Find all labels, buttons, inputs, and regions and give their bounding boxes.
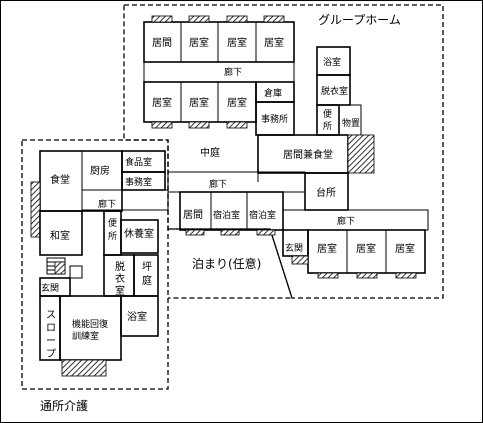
room-label: 居室 [227,96,247,109]
room-label: 居室 [227,36,247,49]
room-label: 玄関 [285,242,303,254]
room-label: 便 [323,108,332,120]
room-label: ロ [46,323,56,334]
zone-label-tomari: 泊まり(任意) [192,256,261,271]
day-service-block [30,150,306,377]
room-label: 物置 [342,117,360,129]
window-hatch [61,359,107,377]
window-hatch [188,15,210,23]
window-hatch [263,15,285,23]
window-hatch [226,121,248,129]
room-label: 中庭 [200,146,220,159]
room-label: 衣 [115,272,125,285]
window-hatch [347,134,375,174]
window-hatch [317,272,339,279]
room-label: 玄関 [41,282,59,294]
room-label: 和室 [50,229,70,242]
room-label: 休養室 [124,227,154,240]
window-hatch [256,229,276,236]
room-label: 厨房 [90,164,110,177]
room-label: 庭 [142,274,152,287]
window-hatch [151,121,173,129]
room-label: 所 [108,231,117,242]
room-label: 居室 [152,96,172,109]
bottom-right-block [282,209,429,279]
window-hatch [226,15,248,23]
window-hatch [185,229,205,236]
room-label: 廊下 [337,215,355,227]
room-label: 居室 [189,36,209,49]
room-label: 事務所 [261,113,288,125]
window-hatch [356,272,378,279]
room-label: 便 [108,217,117,229]
window-hatch [188,121,210,129]
room-label: 廊下 [98,198,116,210]
room-label: ス [46,310,56,321]
room-label: 居室 [189,96,209,109]
room-label: 居間 [183,209,203,221]
room-label: プ [46,348,56,360]
room-label: ー [46,336,56,347]
entrance-box [69,265,83,279]
group-home-boundary [123,4,444,299]
room-label: 機能回復 [72,318,108,330]
room-label: 浴室 [323,56,341,68]
window-hatch [220,229,240,236]
room-label: 所 [323,121,332,132]
day-service-boundary [21,139,169,390]
room-label: 居間兼食堂 [283,148,333,161]
room-label: 食堂 [50,173,70,186]
room-label: 室 [115,284,125,297]
room-label: 浴室 [127,310,147,323]
room-label: 居室 [317,242,337,255]
window-hatch [151,15,173,23]
zone-label-group-home: グループホーム [318,13,401,27]
room-label: 倉庫 [264,87,282,99]
room-label: 宿泊室 [249,209,276,221]
room-label: 脱衣室 [321,85,348,97]
window-hatch [30,181,41,238]
room-label: 廊下 [224,66,242,78]
window-hatch [54,261,66,275]
room-label: 脱 [115,260,125,273]
window-hatch [291,255,309,265]
middle-room-block [143,61,295,136]
room-label: 居間 [152,37,172,49]
room-label: 居室 [264,36,284,49]
room-label: 宿泊室 [213,209,240,221]
tomari-boundary [168,228,293,299]
room-label: 坪 [142,260,152,273]
living-dining-block [257,134,375,211]
window-hatch [395,272,417,279]
room-label: 居室 [395,242,415,255]
room-label: 居室 [356,242,376,255]
room-label: 台所 [316,186,336,199]
room-label: 廊下 [209,178,227,190]
room-label: 訓練室 [72,330,99,342]
room-label: 事務室 [125,176,152,188]
zone-label-tsusho: 通所介護 [40,398,88,413]
room-label: 食品室 [125,156,152,168]
